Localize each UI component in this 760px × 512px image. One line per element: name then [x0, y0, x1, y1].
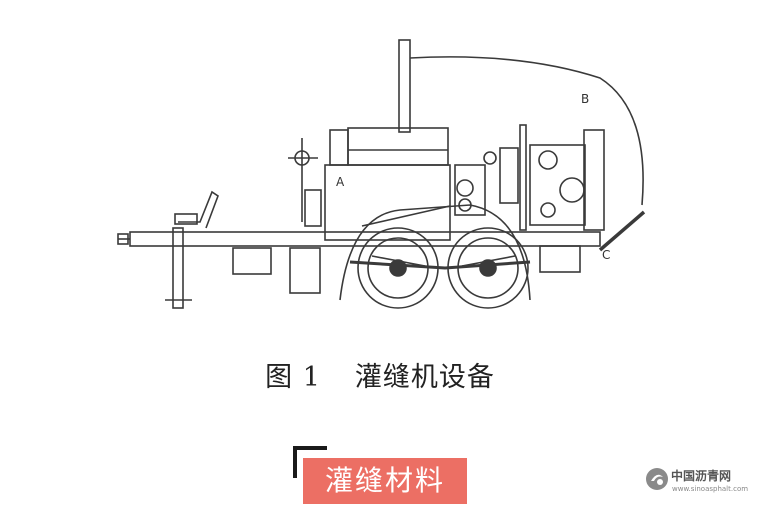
- wheel-assembly: [349, 227, 531, 309]
- lift-handle: [178, 190, 219, 229]
- frame-beam: [129, 231, 601, 247]
- engine-block: [529, 144, 586, 226]
- watermark-url: www.sinoasphalt.com: [672, 485, 749, 493]
- label-b: B: [581, 92, 589, 106]
- exhaust-stack: [398, 39, 411, 133]
- crack-sealing-machine-diagram: A B C: [117, 39, 646, 309]
- corner-bracket: [293, 446, 327, 478]
- hose-arc-b: [409, 56, 644, 206]
- figure-number: 图 1: [265, 362, 321, 393]
- wand-c: [598, 210, 646, 252]
- figure-caption: 图 1 灌缝机设备: [0, 355, 760, 394]
- label-c: C: [602, 248, 610, 262]
- sinoasphalt-logo-icon: [646, 468, 668, 490]
- front-jack: [172, 227, 184, 309]
- watermark-logo: 中国沥青网 www.sinoasphalt.com: [645, 465, 757, 505]
- watermark-name: 中国沥青网: [671, 469, 732, 483]
- label-a: A: [336, 175, 345, 189]
- figure-title: 灌缝机设备: [354, 362, 495, 393]
- kettle: [347, 127, 449, 166]
- section-tag: 灌缝材料: [303, 458, 467, 504]
- pump-block: [454, 164, 486, 216]
